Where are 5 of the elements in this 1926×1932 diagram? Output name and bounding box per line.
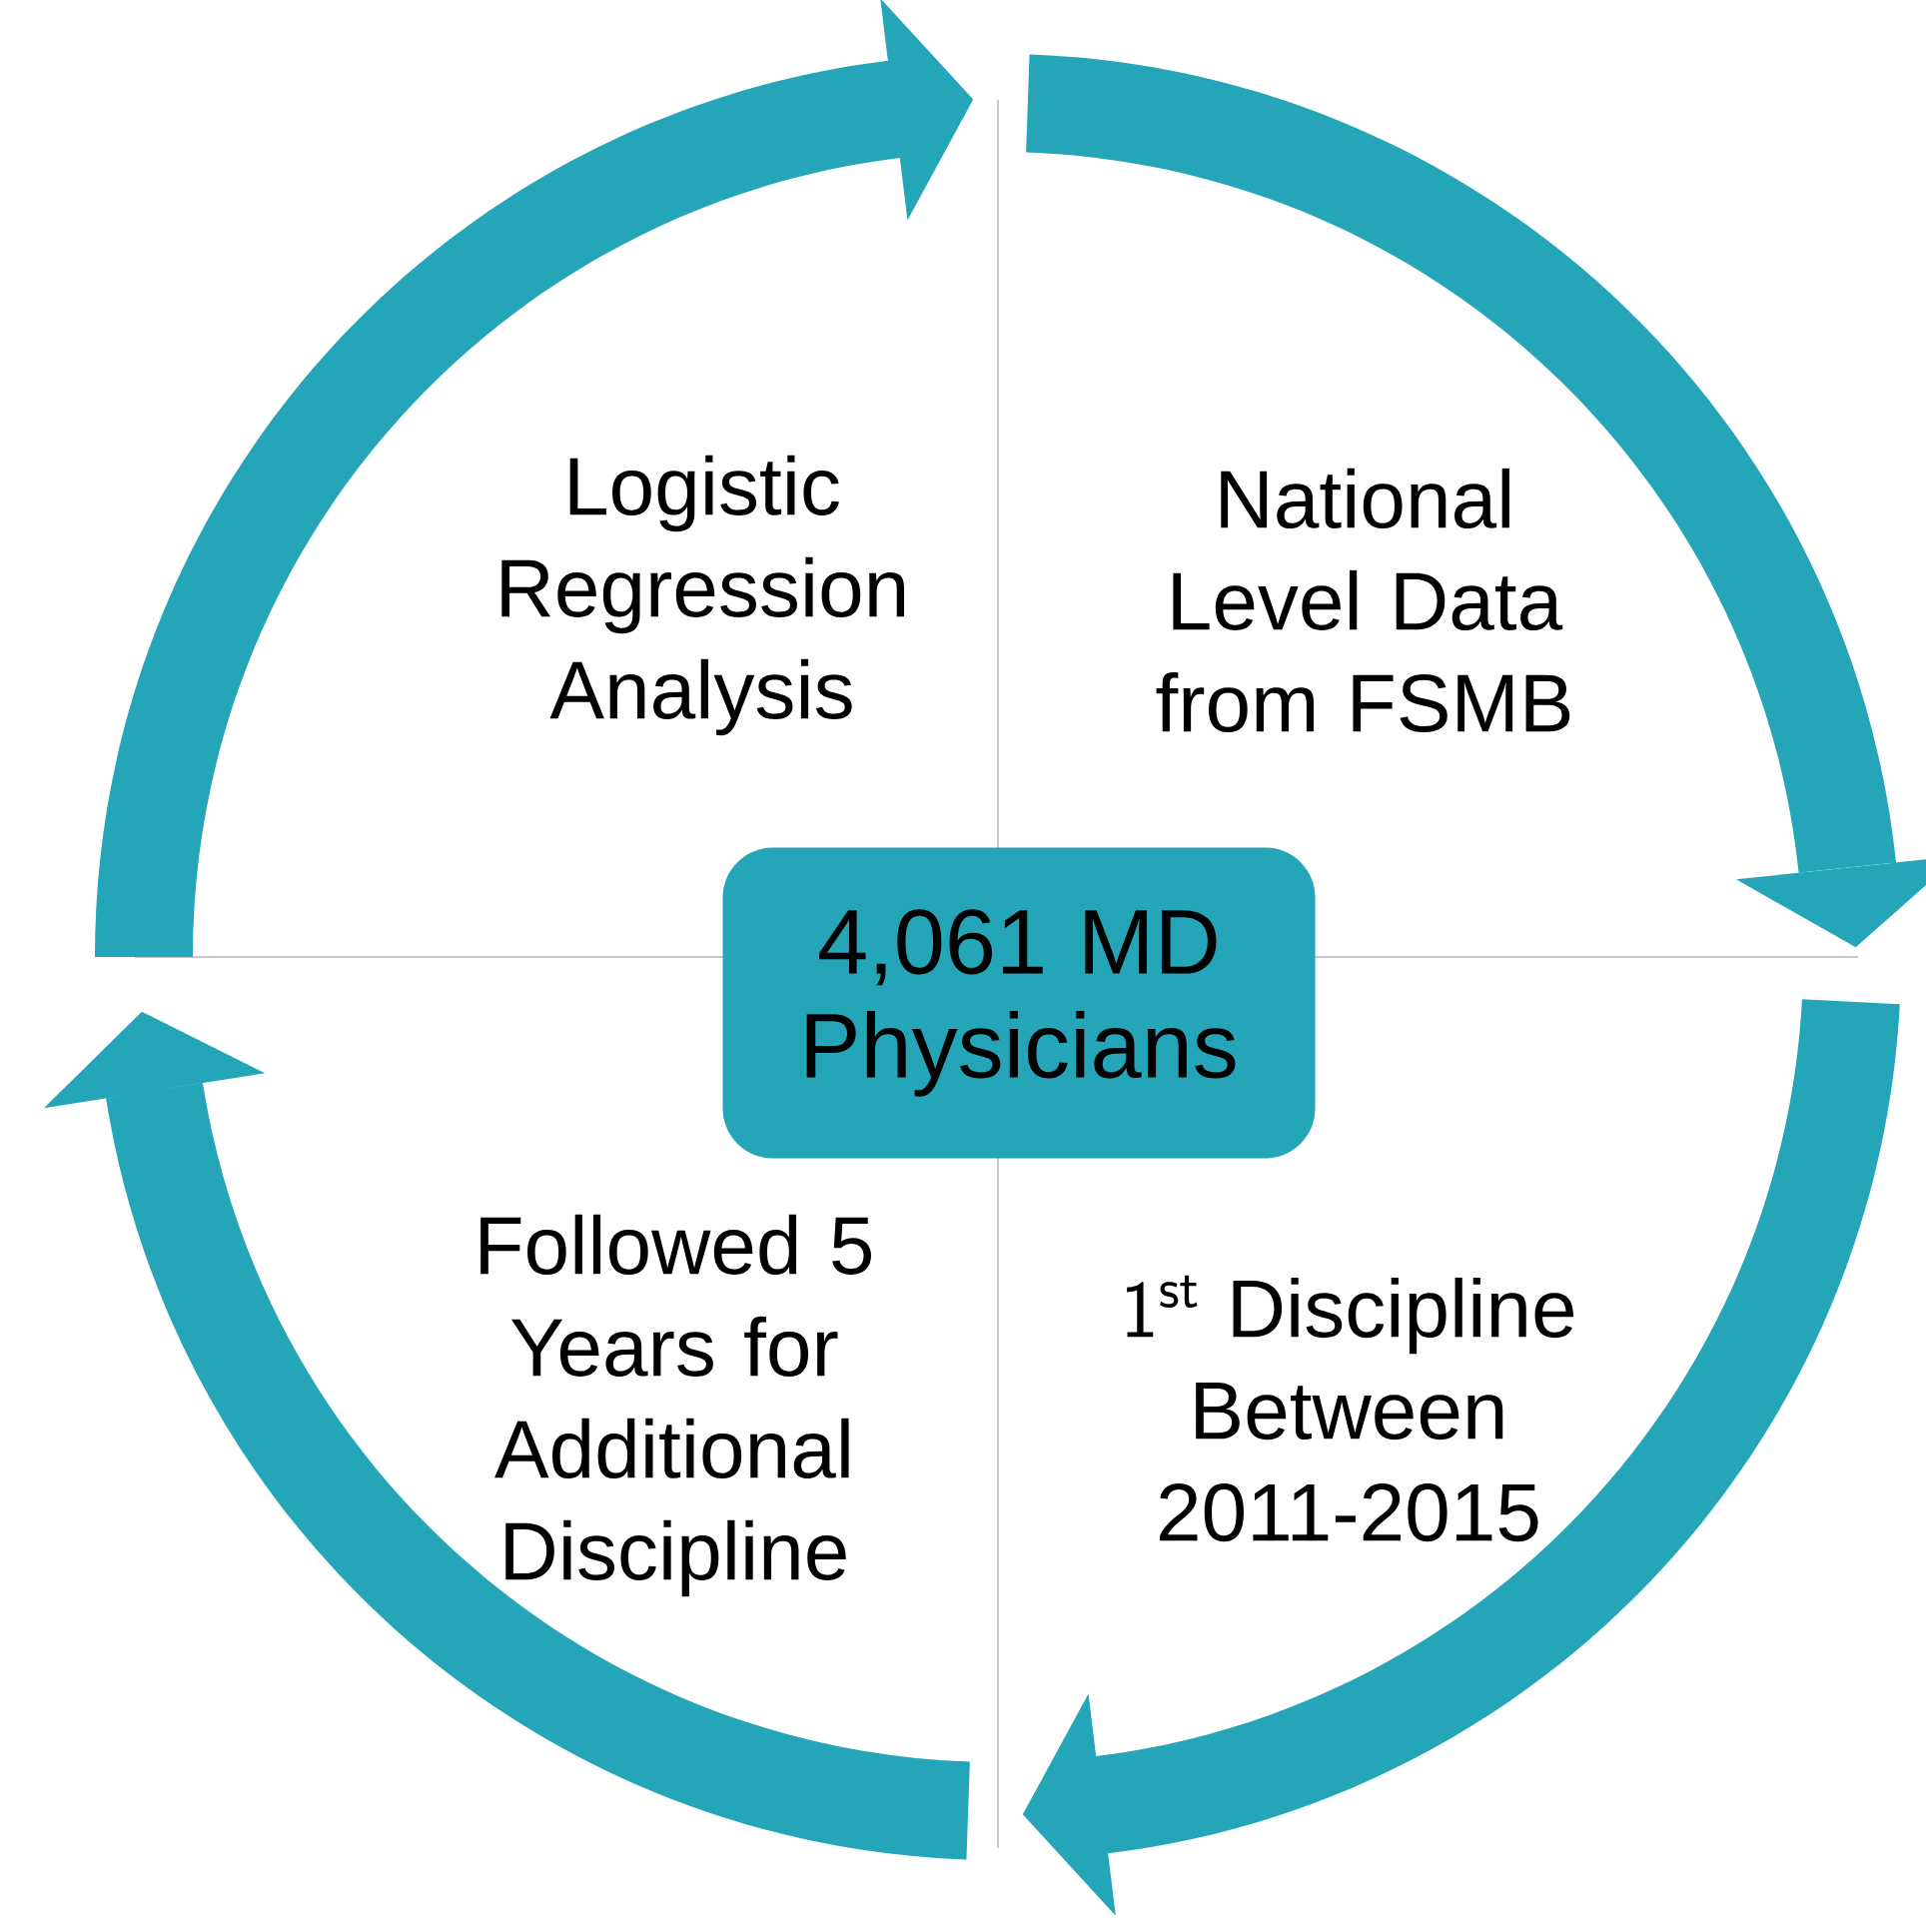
step-text: Logistic Regression Analysis: [501, 455, 904, 736]
step-text: $\mathsf{1}^{\mathsf{st}}$ Discipline Between 2011-2015: [1127, 1275, 1573, 1542]
center-box: 4,061 MD Physicians: [722, 847, 1316, 1159]
step-text: Followed 5 Years for Additional Discipline: [481, 1214, 871, 1597]
step-text: National Level Data from FSMB: [1156, 468, 1570, 733]
